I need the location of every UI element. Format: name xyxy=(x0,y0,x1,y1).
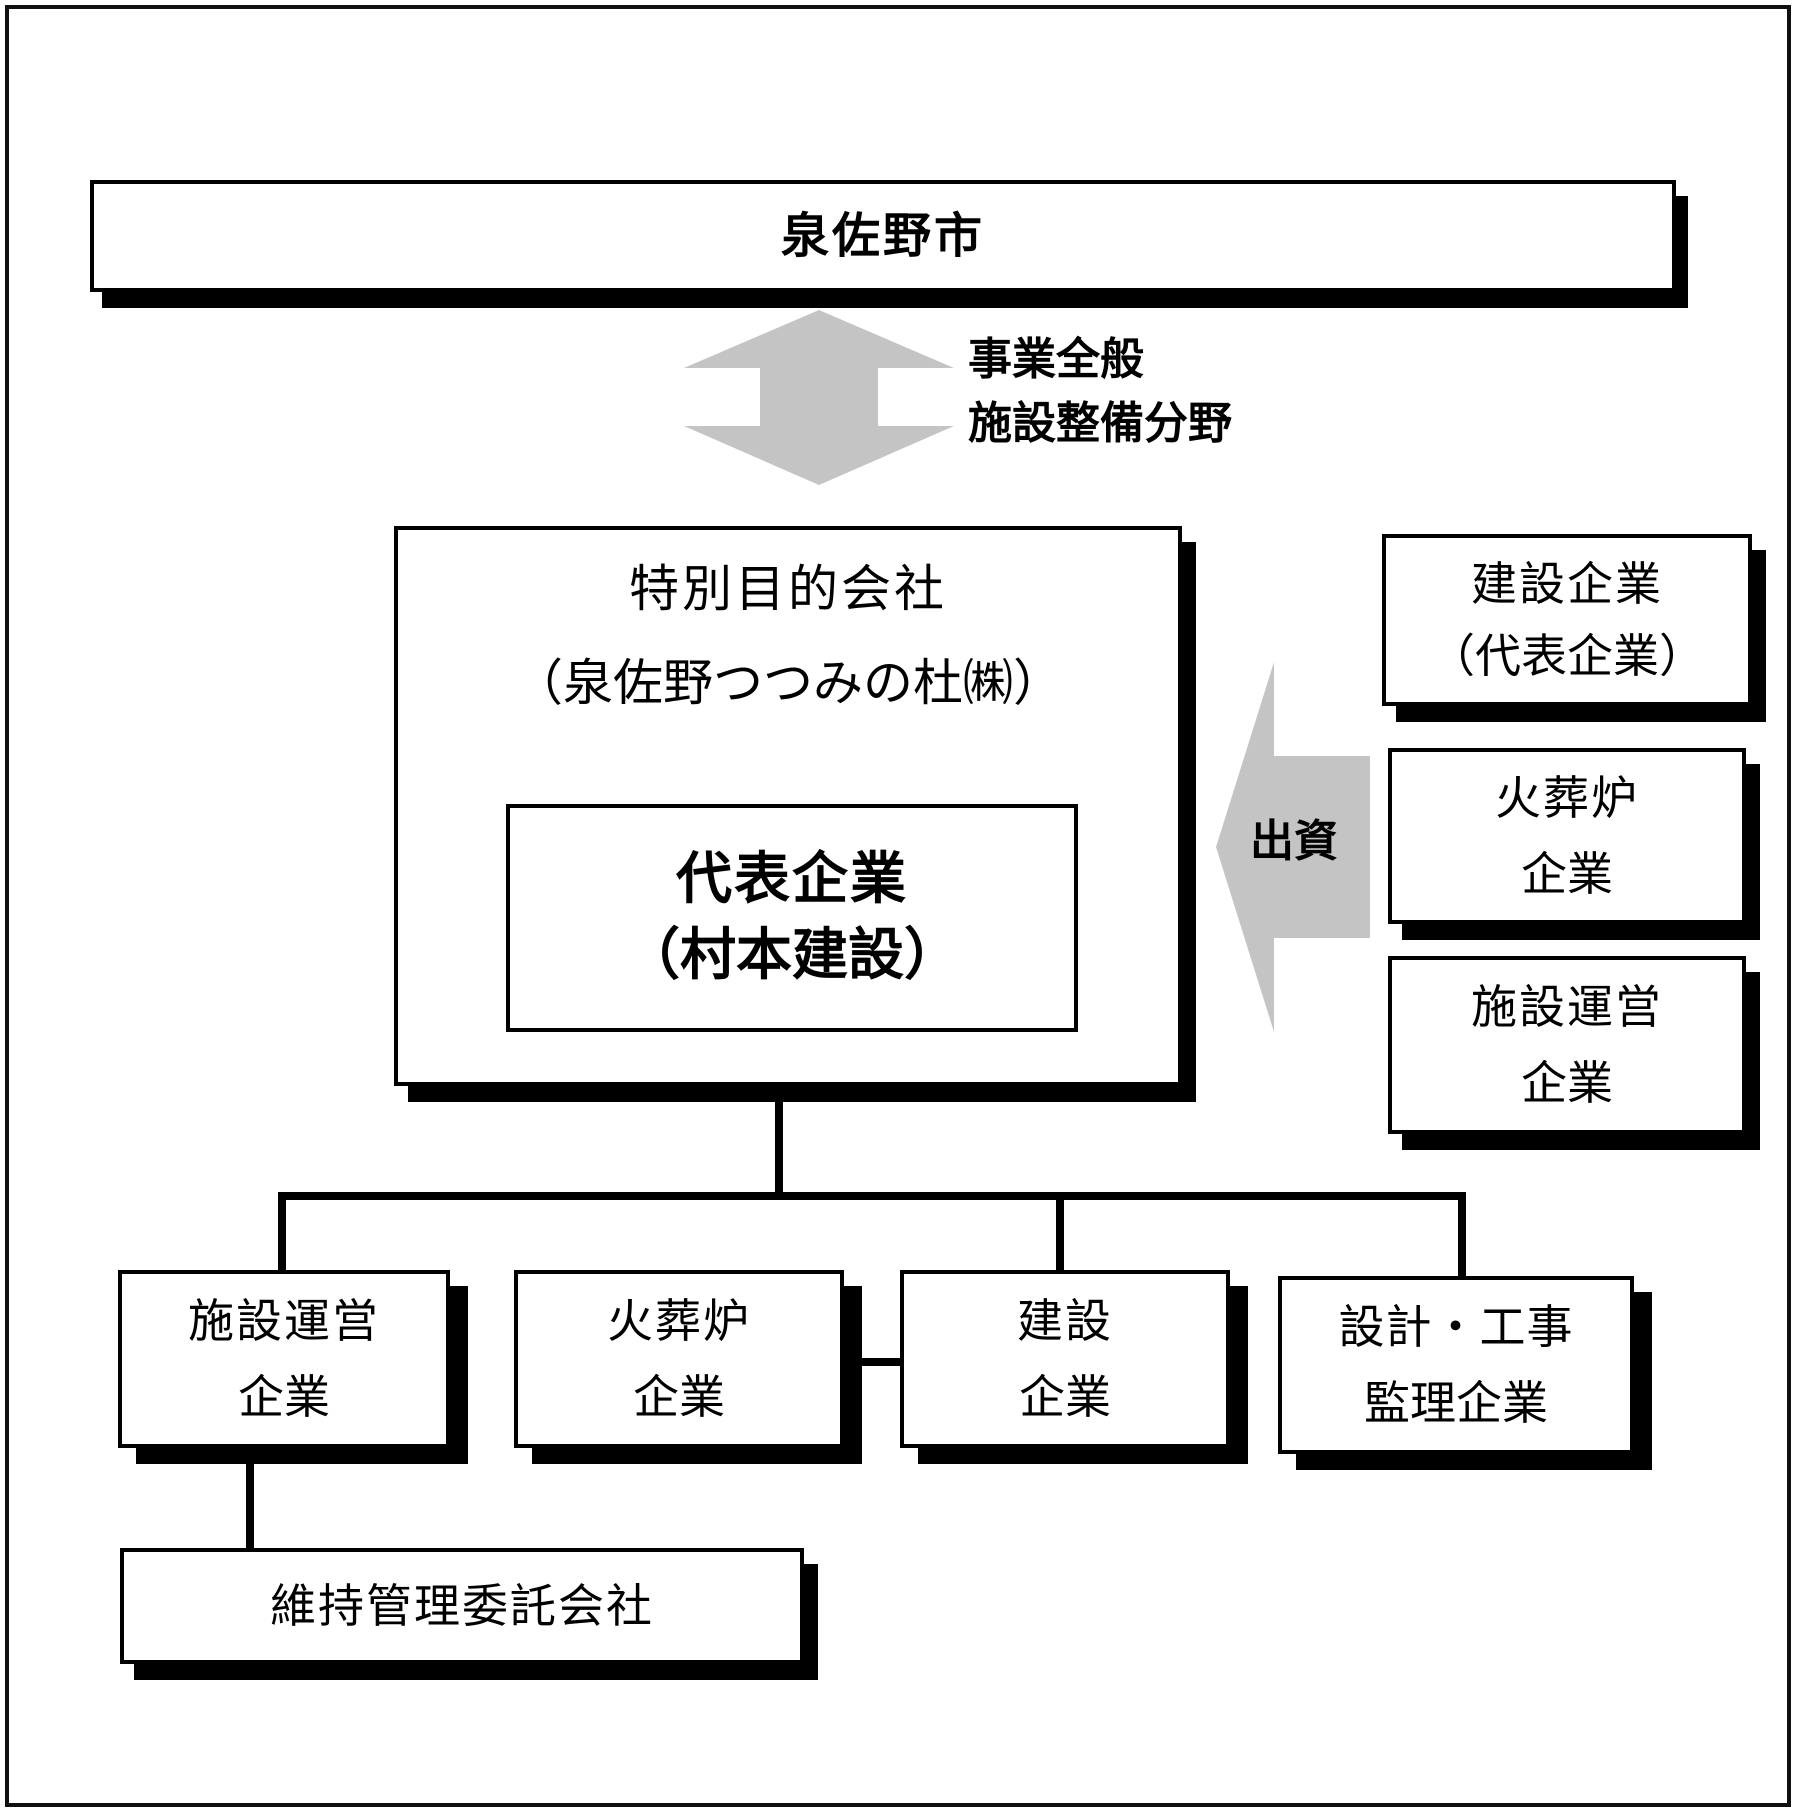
contractor-design-line1: 設計・工事 xyxy=(1338,1300,1574,1354)
subcontractor-box: 維持管理委託会社 xyxy=(120,1548,804,1664)
contractor-construction-line2: 企業 xyxy=(1019,1370,1111,1424)
subcontractor-label: 維持管理委託会社 xyxy=(270,1579,654,1633)
contractor-construction-box: 建設 企業 xyxy=(900,1270,1230,1448)
contractor-cremation-line1: 火葬炉 xyxy=(607,1294,751,1348)
contractor-drop-line xyxy=(1056,1192,1064,1272)
contractor-cremation-box: 火葬炉 企業 xyxy=(514,1270,844,1448)
contractor-design-line2: 監理企業 xyxy=(1364,1376,1548,1430)
contractor-cremation-line2: 企業 xyxy=(633,1370,725,1424)
investor-operation-line1: 施設運営 xyxy=(1471,980,1663,1034)
scope-double-arrow xyxy=(684,310,954,485)
investor-cremation-line1: 火葬炉 xyxy=(1495,771,1639,825)
contractor-bus-line xyxy=(278,1192,1466,1200)
investor-operation-line2: 企業 xyxy=(1521,1056,1613,1110)
diagram-frame xyxy=(5,5,1791,1807)
spc-title: 特別目的会社 xyxy=(629,560,947,618)
scope-label-general: 事業全般 xyxy=(968,334,1144,385)
investment-arrow xyxy=(1216,662,1370,1032)
spc-name: （泉佐野つつみの杜㈱） xyxy=(513,654,1063,712)
contractor-construction-line1: 建設 xyxy=(1017,1294,1113,1348)
investor-construction-line2: （代表企業） xyxy=(1429,629,1705,683)
investment-arrow-shape xyxy=(1216,662,1370,1032)
contractor-operation-box: 施設運営 企業 xyxy=(118,1270,450,1448)
city-label: 泉佐野市 xyxy=(780,208,985,264)
representative-company-label: 代表企業 xyxy=(676,847,908,912)
representative-company-name: （村本建設） xyxy=(624,923,960,988)
investment-label: 出資 xyxy=(1250,816,1338,867)
investor-cremation-line2: 企業 xyxy=(1521,847,1613,901)
investor-cremation-box: 火葬炉 企業 xyxy=(1388,748,1746,924)
cremation-construction-link xyxy=(840,1358,900,1366)
operation-subcontract-line xyxy=(246,1440,254,1552)
scope-label-facility: 施設整備分野 xyxy=(968,398,1232,449)
scope-double-arrow-shape xyxy=(684,310,954,485)
contractor-operation-line1: 施設運営 xyxy=(188,1294,380,1348)
contractor-operation-line2: 企業 xyxy=(238,1370,330,1424)
city-box: 泉佐野市 xyxy=(90,180,1676,292)
spc-trunk-line xyxy=(775,1084,783,1200)
investor-construction-box: 建設企業 （代表企業） xyxy=(1382,534,1752,706)
contractor-drop-line xyxy=(278,1192,286,1272)
representative-company-box: 代表企業 （村本建設） xyxy=(506,804,1078,1032)
investor-construction-line1: 建設企業 xyxy=(1471,557,1663,611)
investor-operation-box: 施設運営 企業 xyxy=(1388,956,1746,1134)
contractor-design-box: 設計・工事 監理企業 xyxy=(1278,1276,1634,1454)
contractor-drop-line xyxy=(1458,1192,1466,1278)
